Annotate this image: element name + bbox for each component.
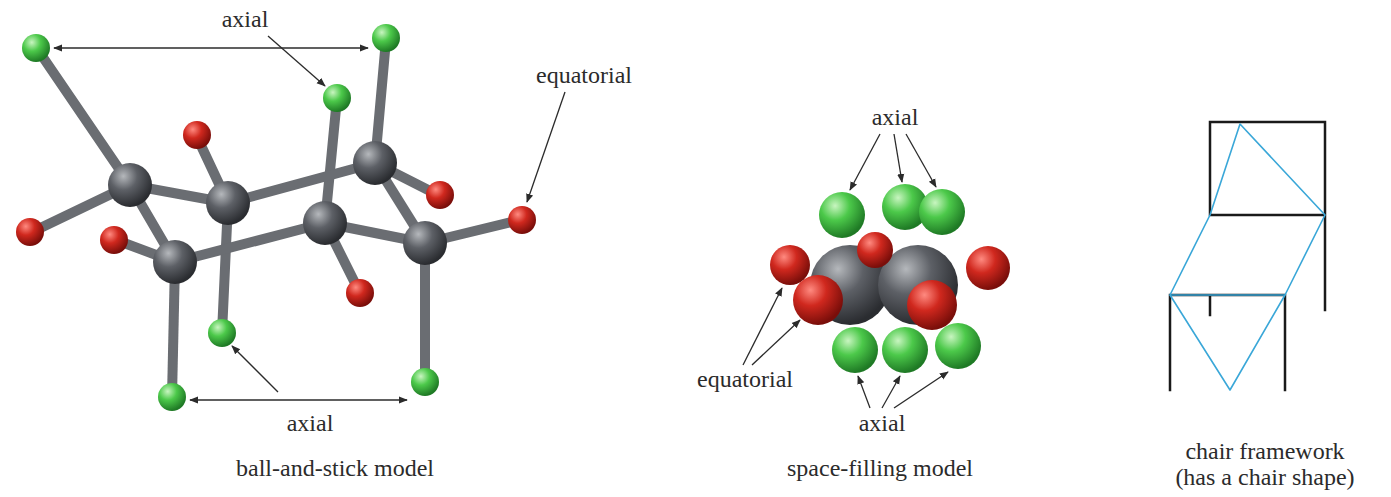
leader-arrow (894, 372, 948, 408)
carbon-atom (108, 163, 152, 207)
hydrogen-axial (832, 327, 878, 373)
equatorial-label: equatorial (536, 62, 632, 90)
hydrogen-equatorial (346, 279, 374, 307)
hydrogen-equatorial (183, 121, 211, 149)
space-filling-model (770, 184, 1010, 373)
axial-label: axial (222, 6, 269, 34)
carbon-atom (153, 240, 197, 284)
hydrogen-equatorial (100, 226, 128, 254)
axial-label: axial (287, 410, 334, 438)
axial-label: axial (872, 104, 919, 132)
hydrogen-axial (411, 368, 439, 396)
carbon-atom (303, 201, 347, 245)
span-arrow (190, 399, 407, 400)
hydrogen-equatorial (770, 245, 810, 285)
leader-arrow (882, 376, 900, 408)
model-caption: space-filling model (787, 455, 973, 483)
bond (38, 50, 130, 185)
leader-arrow (527, 92, 565, 202)
hydrogen-axial (22, 34, 50, 62)
chair-framework (1170, 122, 1325, 390)
hydrogen-axial (882, 327, 928, 373)
chair-outline (1170, 122, 1325, 390)
model-caption: chair framework (has a chair shape) (1170, 438, 1360, 491)
hydrogen-axial (935, 323, 981, 369)
span-arrow (54, 47, 368, 48)
hydrogen-equatorial (857, 232, 893, 268)
hydrogen-equatorial (16, 218, 44, 246)
equatorial-label: equatorial (697, 366, 793, 394)
leader-arrow (268, 36, 325, 86)
hydrogen-axial (919, 189, 965, 235)
leader-arrow (858, 376, 870, 408)
leader-arrow (232, 346, 278, 392)
carbon-atom (403, 221, 447, 265)
leader-lines (54, 36, 565, 400)
hydrogen-equatorial (966, 246, 1010, 290)
hydrogen-equatorial (426, 181, 454, 209)
hydrogen-axial (208, 319, 236, 347)
leader-arrow (752, 320, 800, 365)
leader-arrow (894, 134, 902, 182)
hydrogen-equatorial (907, 280, 957, 330)
axial-label: axial (859, 410, 906, 438)
bond (175, 223, 325, 262)
hydrogen-equatorial (508, 206, 536, 234)
hydrogen-axial (819, 192, 865, 238)
bond (228, 163, 375, 203)
leader-arrow (850, 134, 880, 190)
leader-arrow (743, 288, 782, 365)
hydrogen-axial (323, 84, 351, 112)
model-caption: ball-and-stick model (236, 455, 434, 483)
hydrogen-axial (372, 24, 400, 52)
carbon-atom (206, 181, 250, 225)
hydrogen-equatorial (793, 275, 843, 325)
ring-framework (1170, 124, 1325, 390)
carbon-atom (353, 141, 397, 185)
atoms (16, 24, 536, 411)
hydrogen-axial (158, 383, 186, 411)
leader-arrow (906, 134, 936, 187)
ball-and-stick-model (32, 40, 520, 397)
